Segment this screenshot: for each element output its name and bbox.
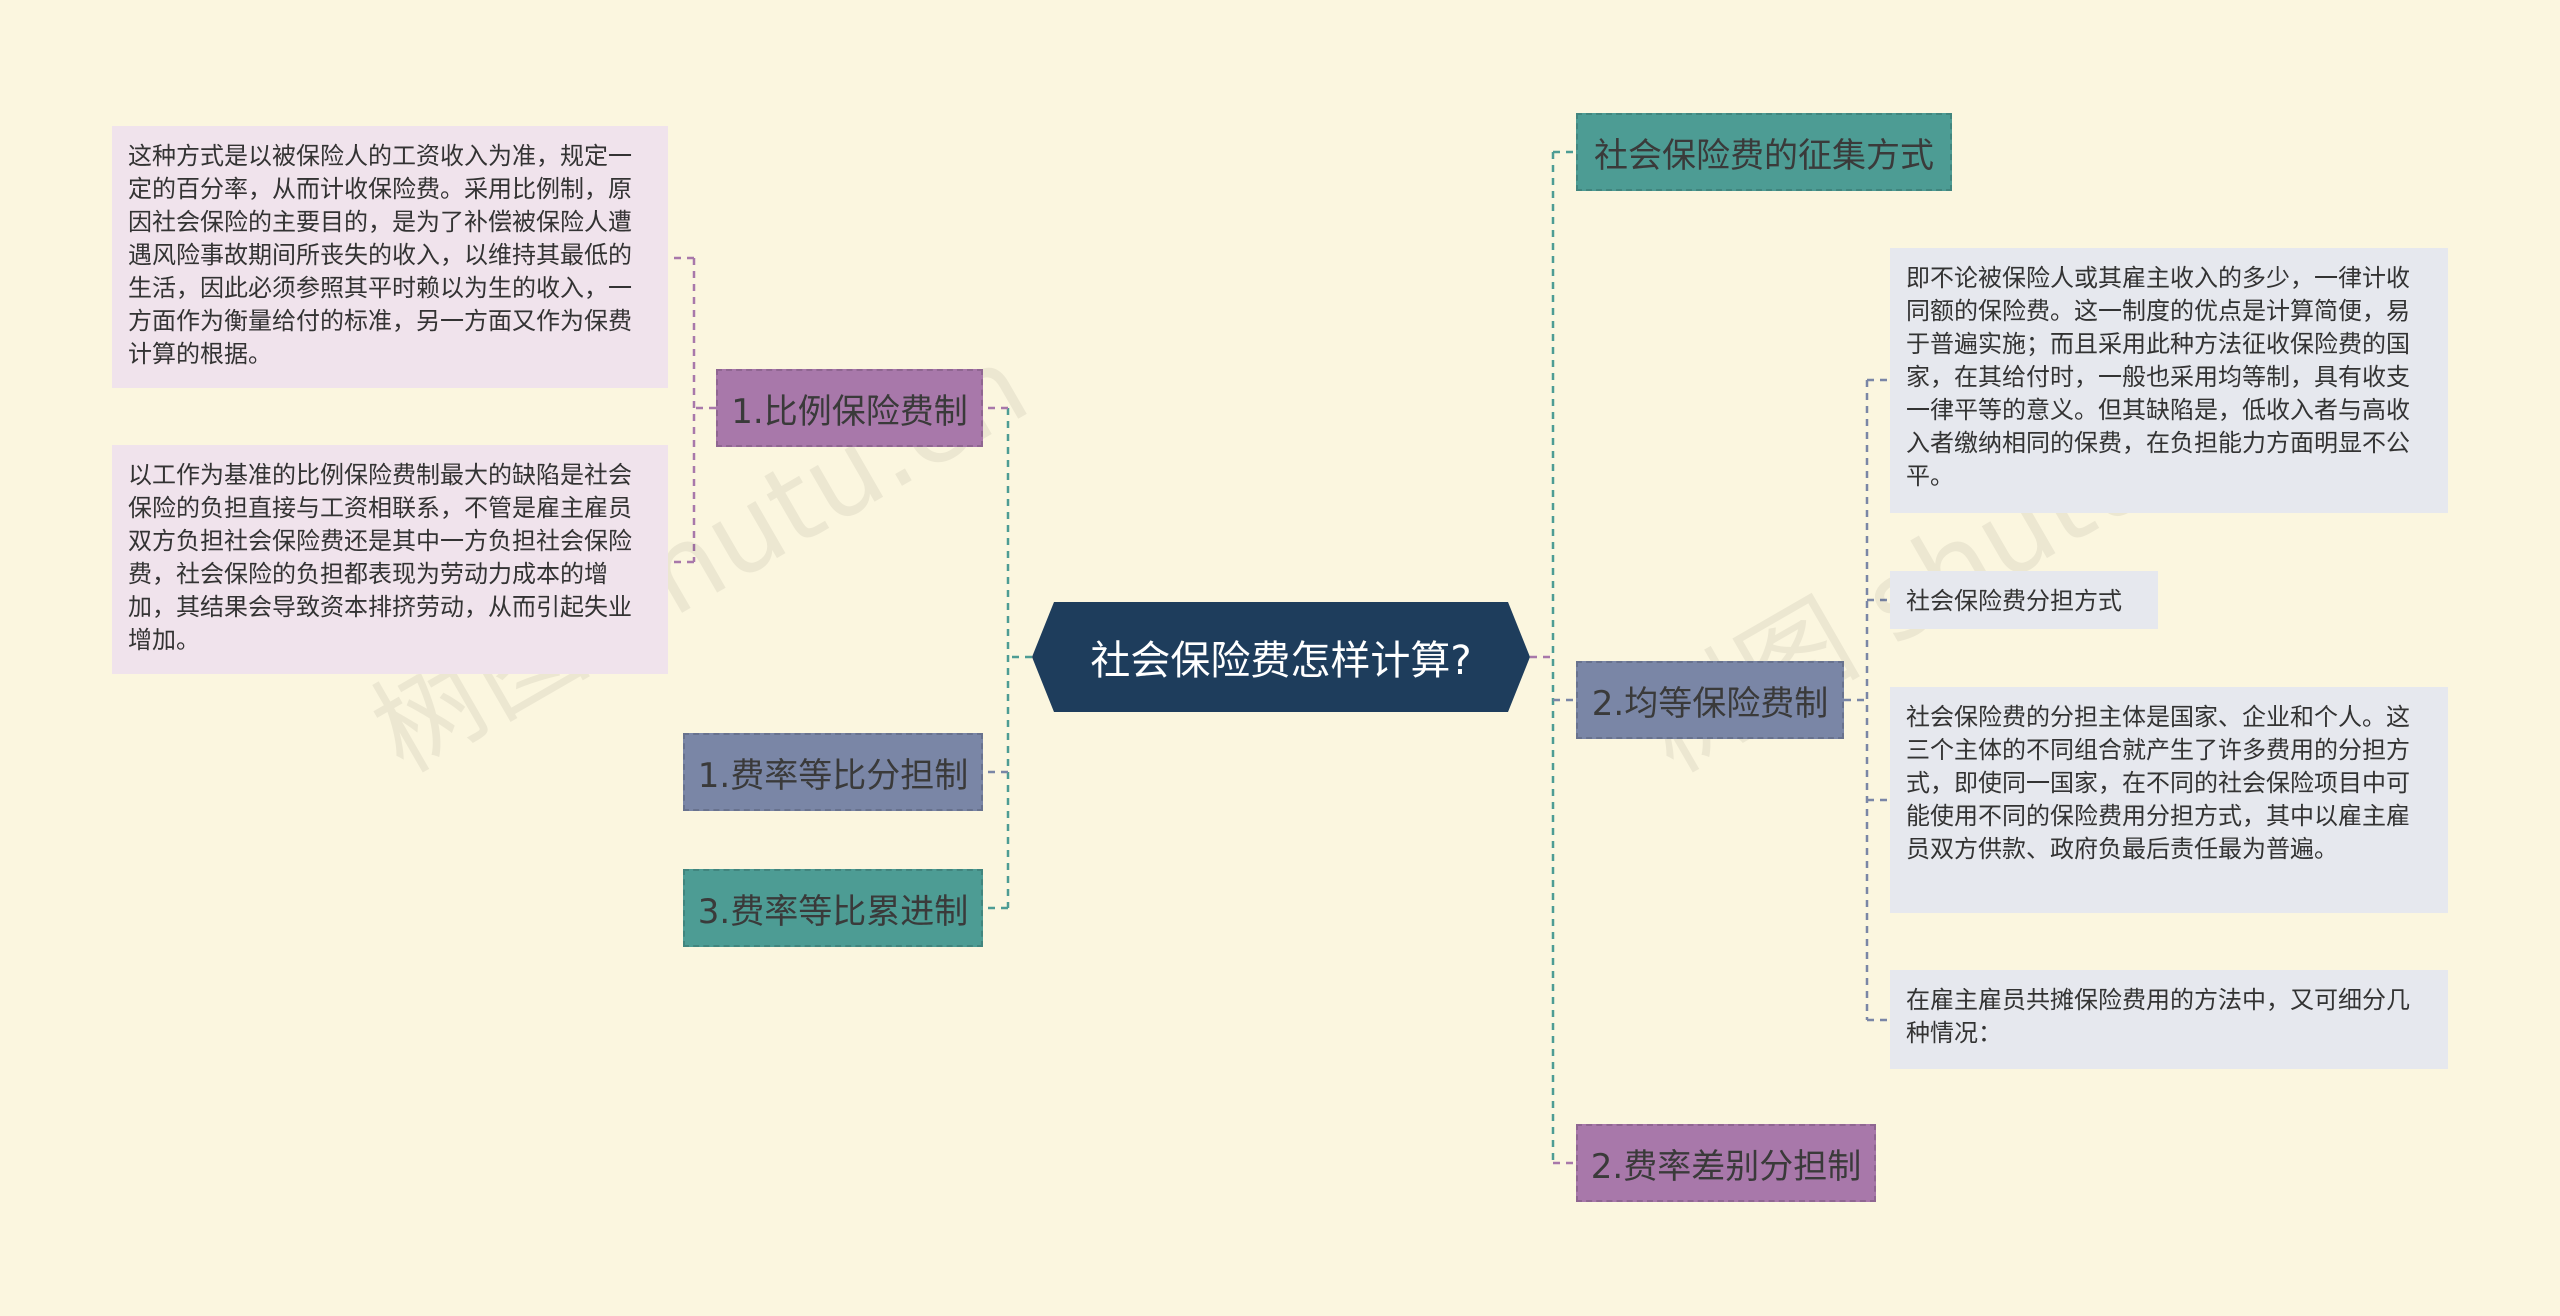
node-flat-rate-premium[interactable]: 2.均等保险费制 [1576,661,1844,739]
node-differential-rate[interactable]: 2.费率差别分担制 [1576,1124,1876,1202]
note-proportional-method: 这种方式是以被保险人的工资收入为准，规定一定的百分率，从而计收保险费。采用比例制… [112,126,668,388]
node-equal-ratio-progressive[interactable]: 3.费率等比累进制 [683,869,983,947]
note-flat-rate-description: 即不论被保险人或其雇主收入的多少，一律计收同额的保险费。这一制度的优点是计算简便… [1890,248,2448,513]
root-label: 社会保险费怎样计算? [1090,638,1472,684]
root-node[interactable]: 社会保险费怎样计算? [1032,602,1530,712]
note-sharing-method-title: 社会保险费分担方式 [1890,571,2158,629]
node-label: 1.比例保险费制 [731,391,968,432]
node-label: 2.均等保险费制 [1591,683,1829,724]
node-label: 1.费率等比分担制 [697,755,969,796]
node-label: 3.费率等比累进制 [697,891,969,932]
node-label: 2.费率差别分担制 [1590,1146,1862,1187]
node-proportional-premium[interactable]: 1.比例保险费制 [716,369,983,447]
note-proportional-drawback: 以工作为基准的比例保险费制最大的缺陷是社会保险的负担直接与工资相联系，不管是雇主… [112,445,668,674]
note-shared-cost-cases: 在雇主雇员共摊保险费用的方法中，又可细分几种情况： [1890,970,2448,1069]
node-collection-method[interactable]: 社会保险费的征集方式 [1576,113,1952,191]
node-label: 社会保险费的征集方式 [1594,135,1934,176]
node-equal-ratio-shared[interactable]: 1.费率等比分担制 [683,733,983,811]
note-sharing-subjects: 社会保险费的分担主体是国家、企业和个人。这三个主体的不同组合就产生了许多费用的分… [1890,687,2448,913]
